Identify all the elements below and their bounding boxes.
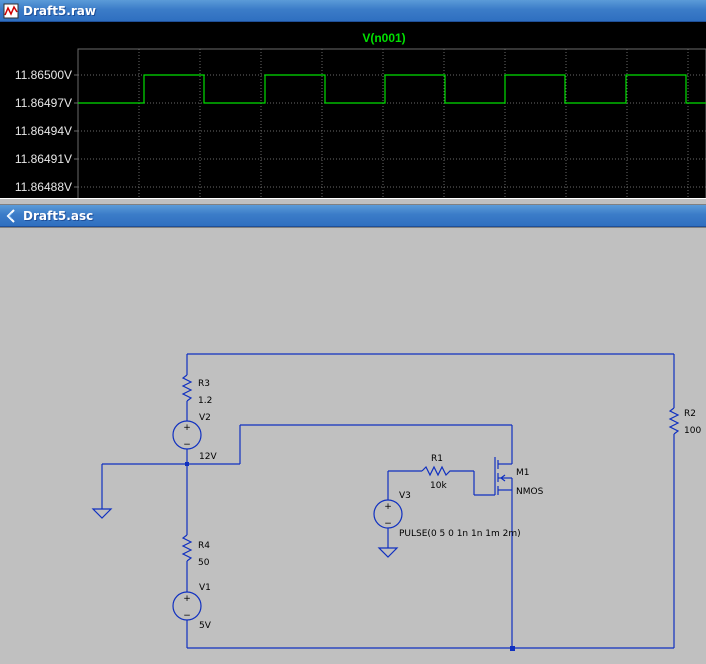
asc-window-titlebar[interactable]: Draft5.asc — [0, 205, 706, 227]
y-tick-label: 11.86494V — [15, 124, 72, 138]
raw-window-titlebar[interactable]: Draft5.raw — [0, 0, 706, 22]
v1-value[interactable]: 5V — [199, 621, 212, 631]
schematic-editor-icon — [3, 208, 19, 224]
y-tick-label: 11.86497V — [15, 96, 72, 110]
waveform-viewer-icon — [3, 3, 19, 19]
v3-minus: − — [384, 519, 392, 529]
schematic-canvas[interactable]: + − + − + − R3 1.2 V2 12V R4 50 V1 5V R1… — [0, 227, 706, 664]
y-axis-ticks: 11.86500V 11.86497V 11.86494V 11.86491V 11.8… — [15, 68, 78, 194]
mosfet-m1-arrow — [500, 474, 506, 482]
r2-value[interactable]: 100 — [684, 426, 701, 436]
r2-ref[interactable]: R2 — [684, 409, 696, 419]
trace-vn001[interactable] — [78, 74, 706, 104]
resistor-r3[interactable] — [181, 374, 193, 402]
v3-ref[interactable]: V3 — [399, 491, 411, 501]
resistor-r4[interactable] — [181, 534, 193, 562]
v1-ref[interactable]: V1 — [199, 583, 211, 593]
m1-value[interactable]: NMOS — [516, 487, 544, 497]
raw-window-title: Draft5.raw — [23, 3, 96, 18]
v3-plus: + — [384, 502, 392, 512]
v2-plus: + — [183, 423, 191, 433]
y-tick-label: 11.86500V — [15, 68, 72, 82]
v1-minus: − — [183, 611, 191, 621]
ground-symbol-left[interactable] — [91, 508, 113, 519]
resistor-r2[interactable] — [668, 407, 680, 435]
r3-value[interactable]: 1.2 — [198, 396, 212, 406]
v1-plus: + — [183, 594, 191, 604]
ground-symbol-v3[interactable] — [377, 547, 399, 558]
trace-label-vn001[interactable]: V(n001) — [362, 31, 405, 45]
y-tick-label: 11.86488V — [15, 180, 72, 194]
r1-value[interactable]: 10k — [430, 481, 447, 491]
v3-value[interactable]: PULSE(0 5 0 1n 1n 1m 2m) — [399, 529, 521, 539]
r4-ref[interactable]: R4 — [198, 541, 210, 551]
y-tick-label: 11.86491V — [15, 152, 72, 166]
v2-value[interactable]: 12V — [199, 452, 217, 462]
pane-splitter[interactable] — [0, 198, 706, 205]
plot-frame — [77, 48, 706, 198]
asc-window-title: Draft5.asc — [23, 208, 94, 223]
v2-minus: − — [183, 440, 191, 450]
r4-value[interactable]: 50 — [198, 558, 210, 568]
plot-grid — [77, 48, 706, 198]
r3-ref[interactable]: R3 — [198, 379, 210, 389]
junction-dot-bottom — [510, 646, 515, 651]
waveform-svg[interactable]: 11.86500V 11.86497V 11.86494V 11.86491V 11.8… — [0, 22, 706, 198]
r1-ref[interactable]: R1 — [431, 454, 443, 464]
v2-ref[interactable]: V2 — [199, 413, 211, 423]
waveform-plot[interactable]: 11.86500V 11.86497V 11.86494V 11.86491V 11.8… — [0, 22, 706, 198]
resistor-r1[interactable] — [421, 465, 456, 477]
junction-dot-node — [185, 462, 189, 466]
schematic-svg[interactable]: + − + − + − R3 1.2 V2 12V R4 50 V1 5V R1… — [0, 228, 706, 664]
m1-ref[interactable]: M1 — [516, 468, 530, 478]
